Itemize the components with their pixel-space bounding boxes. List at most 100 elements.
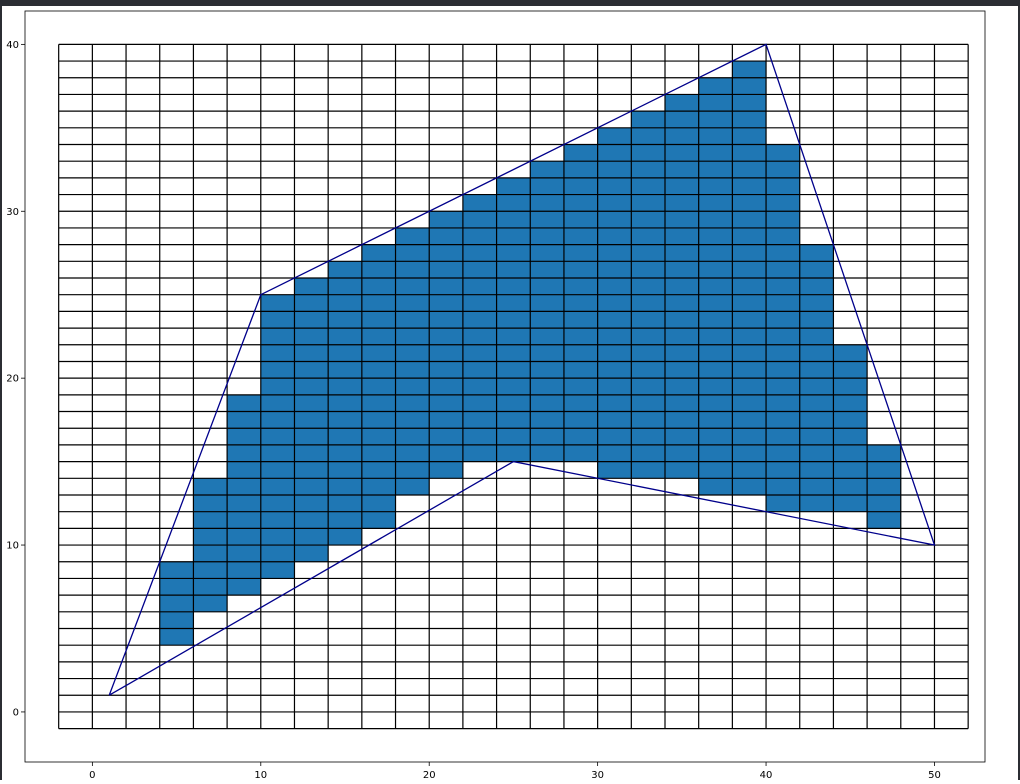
filled-cell xyxy=(361,244,396,262)
filled-cell xyxy=(631,261,665,279)
filled-cell xyxy=(294,428,329,445)
filled-cell xyxy=(631,227,665,245)
filled-cell xyxy=(732,194,767,212)
filled-cell xyxy=(867,478,901,495)
filled-cell xyxy=(732,311,767,329)
filled-cell xyxy=(766,328,800,345)
filled-cell xyxy=(530,378,564,395)
filled-cell xyxy=(597,328,632,345)
filled-cell xyxy=(193,545,228,562)
filled-cell xyxy=(227,494,261,512)
filled-cell xyxy=(530,278,564,295)
filled-cell xyxy=(799,311,834,329)
filled-cell xyxy=(530,161,564,178)
window-top-bar xyxy=(0,0,1020,6)
filled-cell xyxy=(563,278,598,295)
polygon-outline xyxy=(108,43,936,696)
filled-cell xyxy=(361,444,396,462)
filled-cell xyxy=(766,294,800,312)
filled-cell xyxy=(665,144,699,162)
filled-cell xyxy=(563,394,598,412)
filled-cell xyxy=(328,528,362,546)
filled-cell xyxy=(361,461,396,479)
filled-cell xyxy=(294,394,329,412)
filled-cell xyxy=(530,444,564,462)
filled-cell xyxy=(530,294,564,312)
filled-cell xyxy=(766,227,800,245)
filled-cell xyxy=(665,444,699,462)
filled-cell xyxy=(395,394,430,412)
filled-cell xyxy=(563,144,598,162)
filled-cell xyxy=(361,494,396,512)
filled-cell xyxy=(833,361,868,379)
filled-cell xyxy=(867,444,901,462)
filled-cell xyxy=(462,328,497,345)
filled-cell xyxy=(294,328,329,345)
filled-cell xyxy=(193,578,228,596)
filled-cell xyxy=(833,428,868,445)
filled-cell xyxy=(395,378,430,395)
filled-cell xyxy=(496,211,531,228)
filled-cell xyxy=(260,561,295,579)
filled-cell xyxy=(732,361,767,379)
filled-cell xyxy=(732,428,767,445)
filled-cell xyxy=(496,411,531,429)
filled-cell xyxy=(361,311,396,329)
filled-cell xyxy=(732,444,767,462)
filled-cell xyxy=(766,261,800,279)
filled-cell xyxy=(732,461,767,479)
filled-cell xyxy=(597,144,632,162)
filled-cell xyxy=(530,411,564,429)
filled-cell xyxy=(429,244,463,262)
filled-cell xyxy=(530,361,564,379)
polygon-line xyxy=(108,43,936,696)
filled-cell xyxy=(665,461,699,479)
filled-cell xyxy=(597,294,632,312)
filled-cell xyxy=(631,211,665,228)
filled-cell xyxy=(631,294,665,312)
window-left-border xyxy=(0,6,2,780)
filled-cell xyxy=(766,478,800,495)
filled-cell xyxy=(429,227,463,245)
filled-cell xyxy=(597,161,632,178)
filled-cell xyxy=(665,111,699,128)
x-tick-label: 30 xyxy=(591,770,604,780)
filled-cell xyxy=(631,428,665,445)
filled-cell xyxy=(698,111,733,128)
filled-cell xyxy=(631,394,665,412)
y-tick-label: 0 xyxy=(13,707,19,718)
filled-cell xyxy=(429,411,463,429)
filled-cell xyxy=(597,444,632,462)
filled-cell xyxy=(260,294,295,312)
filled-cell xyxy=(698,411,733,429)
filled-cell xyxy=(530,344,564,362)
filled-cell xyxy=(732,211,767,228)
filled-cell xyxy=(732,411,767,429)
filled-cell xyxy=(665,244,699,262)
filled-cell xyxy=(193,528,228,546)
filled-cell xyxy=(260,444,295,462)
filled-cell xyxy=(698,227,733,245)
filled-cell xyxy=(361,328,396,345)
filled-cell xyxy=(833,344,868,362)
filled-cell xyxy=(429,211,463,228)
filled-cells xyxy=(159,61,901,646)
filled-cell xyxy=(799,478,834,495)
filled-cell xyxy=(665,227,699,245)
filled-cell xyxy=(328,378,362,395)
filled-cell xyxy=(496,361,531,379)
filled-cell xyxy=(227,428,261,445)
filled-cell xyxy=(328,478,362,495)
y-tick-label: 20 xyxy=(6,374,19,385)
filled-cell xyxy=(328,278,362,295)
filled-cell xyxy=(597,127,632,145)
filled-cell xyxy=(631,244,665,262)
filled-cell xyxy=(361,378,396,395)
filled-cell xyxy=(395,461,430,479)
filled-cell xyxy=(732,294,767,312)
x-tick-label: 10 xyxy=(254,770,267,780)
filled-cell xyxy=(563,161,598,178)
filled-cell xyxy=(631,111,665,128)
